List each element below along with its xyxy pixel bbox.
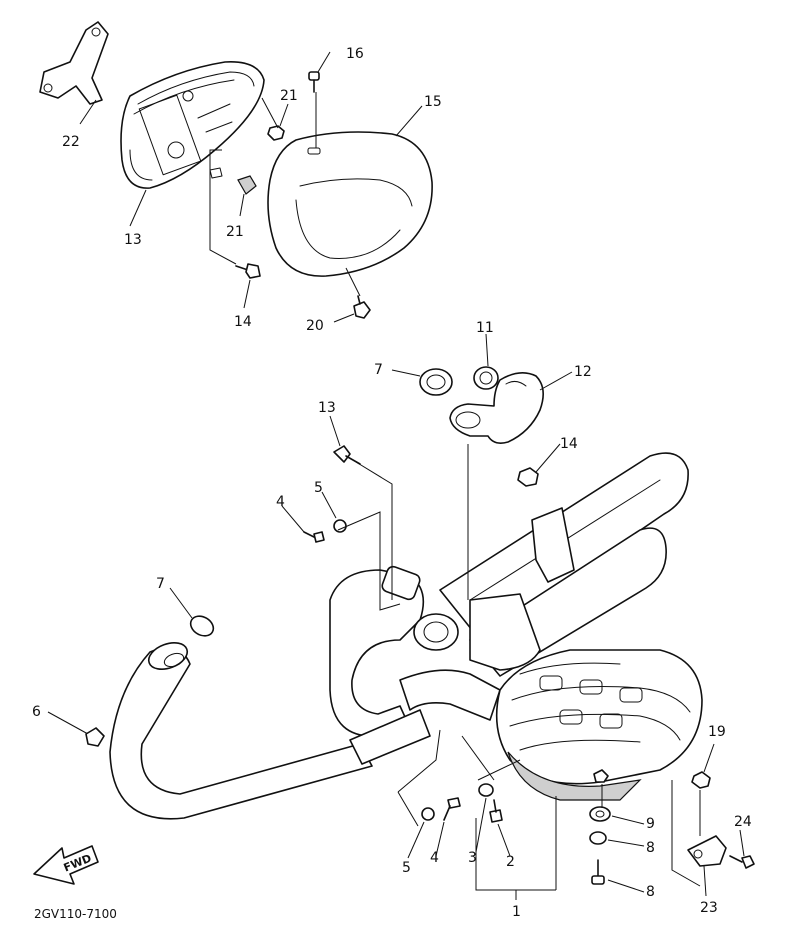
part-label-5b: 5	[402, 860, 411, 876]
part-label-14: 14	[560, 436, 578, 452]
part-label-4b: 4	[430, 850, 439, 866]
nut-21-upper	[267, 125, 285, 141]
bolt-24	[729, 855, 755, 869]
part-number-labels: 22 13 21 21 14 16 15 20 7 11 12 14 13 4 …	[32, 46, 752, 920]
part-label-9: 8	[646, 840, 655, 856]
label-leaders-top	[79, 51, 423, 323]
part-label-1: 1	[512, 904, 521, 920]
part-label-22: 22	[62, 134, 80, 150]
gasket-7-lower	[189, 615, 215, 637]
exhaust-pipe-collector	[329, 565, 541, 765]
exhaust-joint-12	[449, 372, 544, 444]
part-label-7b: 7	[156, 576, 165, 592]
part-label-17: 14	[234, 314, 252, 330]
part-label-8: 8	[646, 884, 655, 900]
nut-14	[517, 467, 539, 487]
label-leaders-middle	[47, 333, 573, 735]
part-label-11: 11	[476, 320, 494, 336]
nut-3	[478, 783, 494, 797]
muffler-1	[495, 649, 703, 801]
fwd-direction-arrow: FWD	[33, 845, 99, 885]
drawing-code: 2GV110-7100	[34, 907, 117, 921]
part-label-10: 9	[646, 816, 655, 832]
part-label-6: 6	[32, 704, 41, 720]
part-label-5a: 5	[314, 480, 323, 496]
part-label-3: 3	[468, 850, 477, 866]
gasket-11	[473, 366, 499, 390]
bolt-2	[489, 799, 503, 823]
bolt-4-lower	[443, 797, 461, 821]
part-label-13: 13	[318, 400, 336, 416]
part-label-12: 12	[574, 364, 592, 380]
part-label-21b: 21	[226, 224, 244, 240]
front-exhaust-pipe-6	[109, 642, 373, 820]
lower-assembly-leader-lines	[337, 444, 745, 900]
bracket-23	[687, 835, 727, 867]
nut-15	[691, 771, 711, 789]
clip-nut-21-lower	[209, 167, 257, 195]
part-label-20: 20	[306, 318, 324, 334]
muffler-bolt-upper	[593, 769, 609, 783]
part-label-2: 2	[506, 854, 515, 870]
gasket-7-upper	[419, 368, 453, 396]
part-label-18: 15	[424, 94, 442, 110]
bolt-8	[591, 859, 605, 885]
bolt-20	[353, 295, 371, 319]
bolt-17	[235, 263, 261, 279]
washer-9	[589, 831, 607, 845]
side-cover-18	[267, 131, 433, 277]
nut-6	[85, 727, 105, 747]
washer-5-upper	[333, 519, 347, 533]
part-label-21a: 21	[280, 88, 298, 104]
top-assembly-leader-lines	[209, 92, 361, 297]
part-label-24: 24	[734, 814, 752, 830]
bolt-19	[308, 71, 320, 93]
part-label-7a: 7	[374, 362, 383, 378]
part-label-4a: 4	[276, 494, 285, 510]
washer-5-lower	[421, 807, 435, 821]
part-label-15: 19	[708, 724, 726, 740]
part-label-16: 13	[124, 232, 142, 248]
mounting-bracket-22	[39, 21, 109, 105]
bolt-4-upper	[303, 531, 325, 543]
bolt-13	[333, 445, 361, 465]
part-label-23: 23	[700, 900, 718, 916]
side-cover-bracket-16	[120, 61, 265, 189]
collar-10	[589, 806, 611, 822]
part-label-19: 16	[346, 46, 364, 62]
